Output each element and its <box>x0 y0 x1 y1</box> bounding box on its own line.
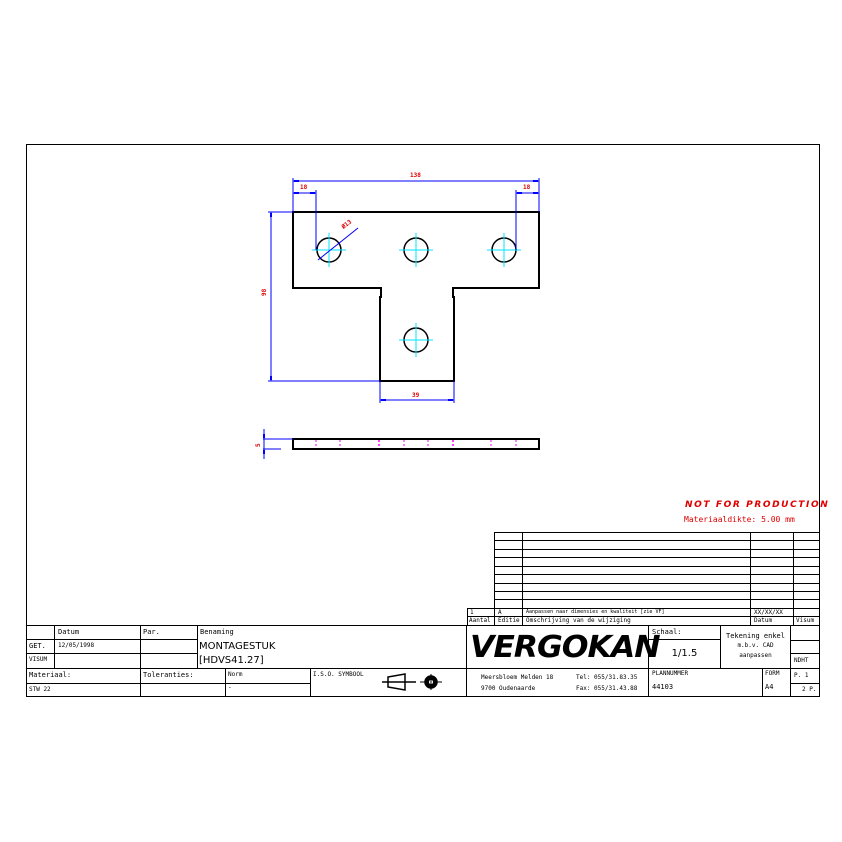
revision-omschrijving: Aanpassen naar dimensies en kwaliteit [z… <box>526 609 665 615</box>
part-code: [HDVS41.27] <box>199 655 264 666</box>
cad-note-line1: Tekening enkel <box>725 632 785 640</box>
company-fax: Fax: 055/31.43.88 <box>576 685 638 692</box>
ndht-label: NDHT <box>794 657 809 664</box>
hole-1 <box>312 233 346 267</box>
dim-right-offset: 18 <box>523 184 531 191</box>
company-logo: VERGOKAN <box>470 630 661 665</box>
get-label: GET. <box>29 642 46 650</box>
material-thickness-note: Materiaaldikte: 5.00 mm <box>684 515 795 524</box>
dim-stem-width: 39 <box>412 392 420 399</box>
benaming-label: Benaming <box>200 628 234 636</box>
formaat-label: FORM <box>765 670 780 677</box>
dim-overall-width: 138 <box>410 172 421 179</box>
page-count: 2 P. <box>802 686 817 693</box>
thickness-dimension <box>263 429 293 459</box>
revision-header-visum: Visum <box>796 617 815 624</box>
cad-note-line3: aanpassen <box>739 652 772 659</box>
dimension-lines <box>268 178 540 403</box>
iso-symbol-label: I.S.O. SYMBOOL <box>313 671 364 678</box>
front-view <box>268 178 540 403</box>
drawing-frame <box>26 144 820 697</box>
side-view <box>263 429 540 459</box>
dim-left-offset: 18 <box>300 184 308 191</box>
title-block-grid <box>26 626 820 697</box>
schaal-label: Schaal: <box>652 628 682 636</box>
hole-4 <box>399 323 433 357</box>
dim-overall-height: 98 <box>261 288 268 296</box>
dim-thickness: 5 <box>255 443 262 447</box>
side-profile <box>292 438 540 450</box>
revision-aantal: 1 <box>470 609 474 616</box>
plannummer-value: 44103 <box>652 683 674 691</box>
revision-table-grid <box>26 532 820 626</box>
revision-datum: XX/XX/XX <box>754 609 783 616</box>
formaat-value: A4 <box>765 683 774 691</box>
revision-header-datum: Datum <box>754 617 773 624</box>
hole-2 <box>399 233 433 267</box>
datum-label: Datum <box>58 628 80 636</box>
not-for-production-warning: NOT FOR PRODUCTION <box>685 500 830 510</box>
page-number: P. 1 <box>794 672 809 679</box>
iso-projection-symbol <box>382 673 442 691</box>
hidden-hole-lines <box>315 440 517 448</box>
visum-label: VISUM <box>29 656 48 663</box>
schaal-value: 1/1.5 <box>671 648 698 659</box>
norm-value: - <box>228 684 232 691</box>
company-address-city: 9700 Oudenaarde <box>481 685 536 692</box>
materiaal-label: Materiaal: <box>29 671 72 679</box>
revision-header-editie: Editie <box>498 617 520 624</box>
part-name: MONTAGESTUK <box>199 641 276 652</box>
get-datum: 12/05/1998 <box>58 642 95 649</box>
company-phone: Tel: 055/31.83.35 <box>576 674 638 681</box>
revision-header-aantal: Aantal <box>469 617 491 624</box>
norm-label: Norm <box>228 671 243 678</box>
revision-header-omschrijving: Omschrijving van de wijziging <box>526 617 631 624</box>
company-address-street: Meersbloem Melden 18 <box>481 674 554 681</box>
toleranties-label: Toleranties: <box>143 671 194 679</box>
par-label: Par. <box>143 628 160 636</box>
plannummer-label: PLANNUMMER <box>652 670 689 677</box>
materiaal-value: STW 22 <box>29 686 51 693</box>
cad-note-line2: m.b.v. CAD <box>737 642 774 649</box>
revision-editie: A <box>498 609 502 616</box>
